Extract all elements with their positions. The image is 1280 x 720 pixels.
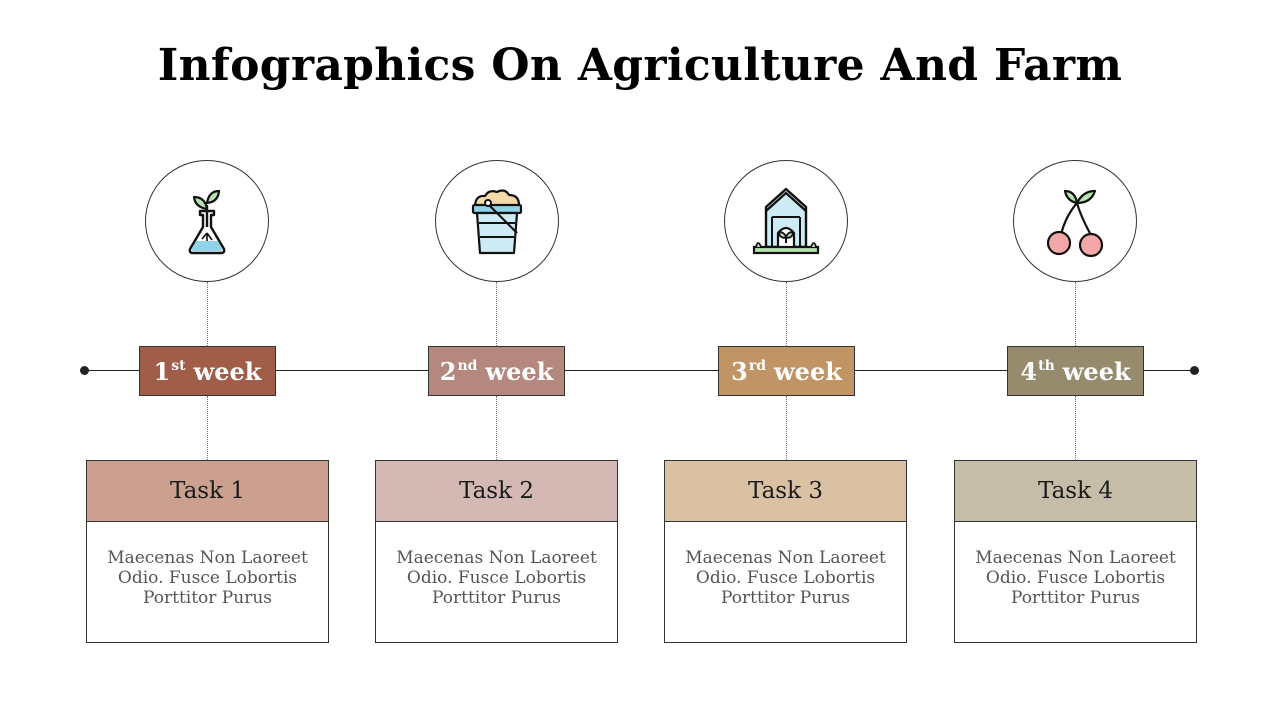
task-header-2: Task 2 [376, 461, 617, 522]
feed-bucket-icon [471, 189, 523, 255]
week-suffix: nd [457, 357, 478, 374]
task-card-1: Task 1 Maecenas Non Laoreet Odio. Fusce … [86, 460, 329, 643]
week-suffix: st [171, 357, 186, 374]
week-word: week [193, 356, 262, 386]
seedling-flask-icon [188, 189, 226, 255]
connector-bottom-3 [786, 396, 787, 460]
week-suffix: th [1038, 357, 1055, 374]
cherries-icon [1046, 189, 1104, 258]
connector-top-1 [207, 282, 208, 346]
task-card-2: Task 2 Maecenas Non Laoreet Odio. Fusce … [375, 460, 618, 643]
connector-bottom-4 [1075, 396, 1076, 460]
task-description: Maecenas Non Laoreet Odio. Fusce Loborti… [396, 547, 597, 608]
page-title: Infographics On Agriculture And Farm [157, 40, 1123, 91]
timeline-end-dot [1190, 366, 1199, 375]
week-number: 2 [439, 356, 457, 386]
timeline-line [84, 370, 1195, 371]
connector-bottom-2 [496, 396, 497, 460]
task-header-3: Task 3 [665, 461, 906, 522]
connector-top-2 [496, 282, 497, 346]
task-card-4: Task 4 Maecenas Non Laoreet Odio. Fusce … [954, 460, 1197, 643]
week-word: week [774, 356, 842, 386]
step-2-icon-circle [435, 160, 559, 282]
task-title: Task 1 [170, 478, 245, 504]
week-word: week [485, 356, 554, 386]
step-4-icon-circle [1013, 160, 1137, 282]
step-1-icon-circle [145, 160, 269, 282]
task-description: Maecenas Non Laoreet Odio. Fusce Loborti… [107, 547, 308, 608]
task-description: Maecenas Non Laoreet Odio. Fusce Loborti… [975, 547, 1176, 608]
week-number: 4 [1020, 356, 1038, 386]
week-word: week [1062, 356, 1131, 386]
task-card-3: Task 3 Maecenas Non Laoreet Odio. Fusce … [664, 460, 907, 643]
task-header-4: Task 4 [955, 461, 1196, 522]
task-description: Maecenas Non Laoreet Odio. Fusce Loborti… [685, 547, 886, 608]
week-suffix: rd [748, 357, 767, 374]
task-header-1: Task 1 [87, 461, 328, 522]
connector-top-3 [786, 282, 787, 346]
step-3-icon-circle [724, 160, 848, 282]
task-title: Task 4 [1038, 478, 1113, 504]
timeline-start-dot [80, 366, 89, 375]
greenhouse-icon [752, 187, 820, 255]
week-number: 1 [153, 356, 171, 386]
week-number: 3 [731, 356, 748, 386]
connector-bottom-1 [207, 396, 208, 460]
task-title: Task 2 [459, 478, 534, 504]
connector-top-4 [1075, 282, 1076, 346]
task-title: Task 3 [748, 478, 823, 504]
